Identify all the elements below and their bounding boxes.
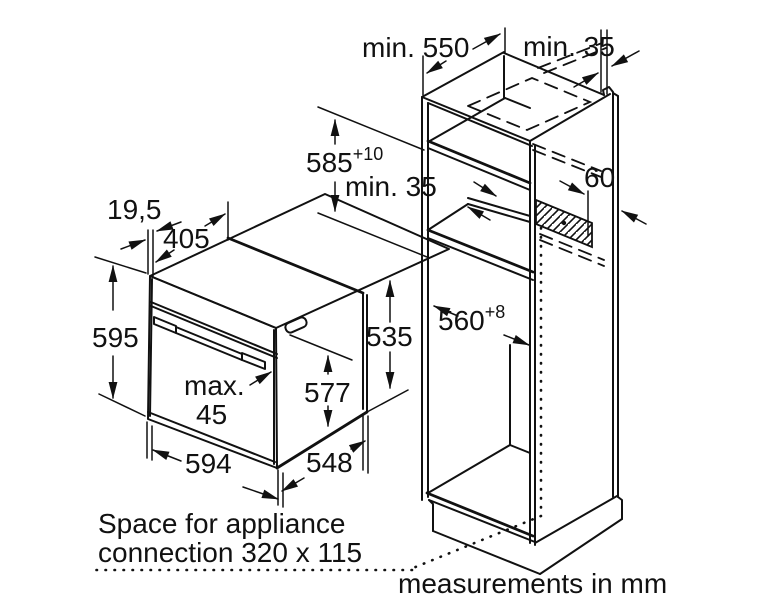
dim-front-height: [94, 256, 147, 417]
dim-door-max: [249, 371, 272, 386]
dim-vent-width: [559, 180, 647, 237]
dim-niche-height: [317, 106, 428, 258]
connection-note-line1: Space for appliance: [98, 508, 346, 539]
dim-label-front-height: 595: [92, 322, 139, 353]
connection-note-line2: connection 320 x 115: [98, 537, 362, 568]
dim-rear-height: [366, 280, 409, 413]
dim-body-depth: [281, 413, 369, 492]
dimension-annotations: [94, 27, 647, 508]
dim-body-height: [289, 334, 353, 427]
cabinet-drawing: [421, 51, 623, 575]
dim-top-depth: [422, 27, 506, 96]
dim-wall-gap-top: [573, 29, 640, 95]
oven-drawing: [147, 193, 450, 470]
units-note: measurements in mm: [398, 568, 667, 599]
dim-niche-width: [433, 305, 530, 346]
dim-label-wall-gap: min. 35: [523, 31, 615, 62]
vent-cutout-hatch: [535, 198, 593, 249]
dim-top-recess: [155, 201, 229, 263]
dim-label-front-lip: 19,5: [107, 194, 162, 225]
dim-label-oven-width: 594: [185, 448, 232, 479]
dim-label-door-max-2: 45: [196, 399, 227, 430]
dim-label-vent-width: 60: [584, 162, 615, 193]
dim-label-body-depth: 548: [306, 447, 353, 478]
dim-label-top-recess: 405: [163, 223, 210, 254]
cabinet-hidden-lines: [465, 42, 607, 267]
dim-label-body-height: 577: [304, 377, 351, 408]
dim-label-rear-gap: min. 35: [345, 171, 437, 202]
dim-label-rear-height: 535: [366, 321, 413, 352]
dim-front-lip: [120, 221, 182, 278]
dim-label-niche-width: 560+8: [438, 302, 505, 336]
side-grip-cutout: [284, 316, 308, 334]
dim-rear-gap: [467, 181, 497, 221]
dim-label-niche-height: 585+10: [306, 144, 383, 178]
dimension-labels: min. 550 min. 35 585+10 min. 35 60 560+8…: [92, 31, 615, 479]
dim-label-door-max-1: max.: [184, 370, 245, 401]
connection-leader-dotted: [86, 226, 543, 572]
dim-label-top-depth: min. 550: [362, 32, 469, 63]
notes: Space for appliance connection 320 x 115…: [98, 508, 667, 599]
